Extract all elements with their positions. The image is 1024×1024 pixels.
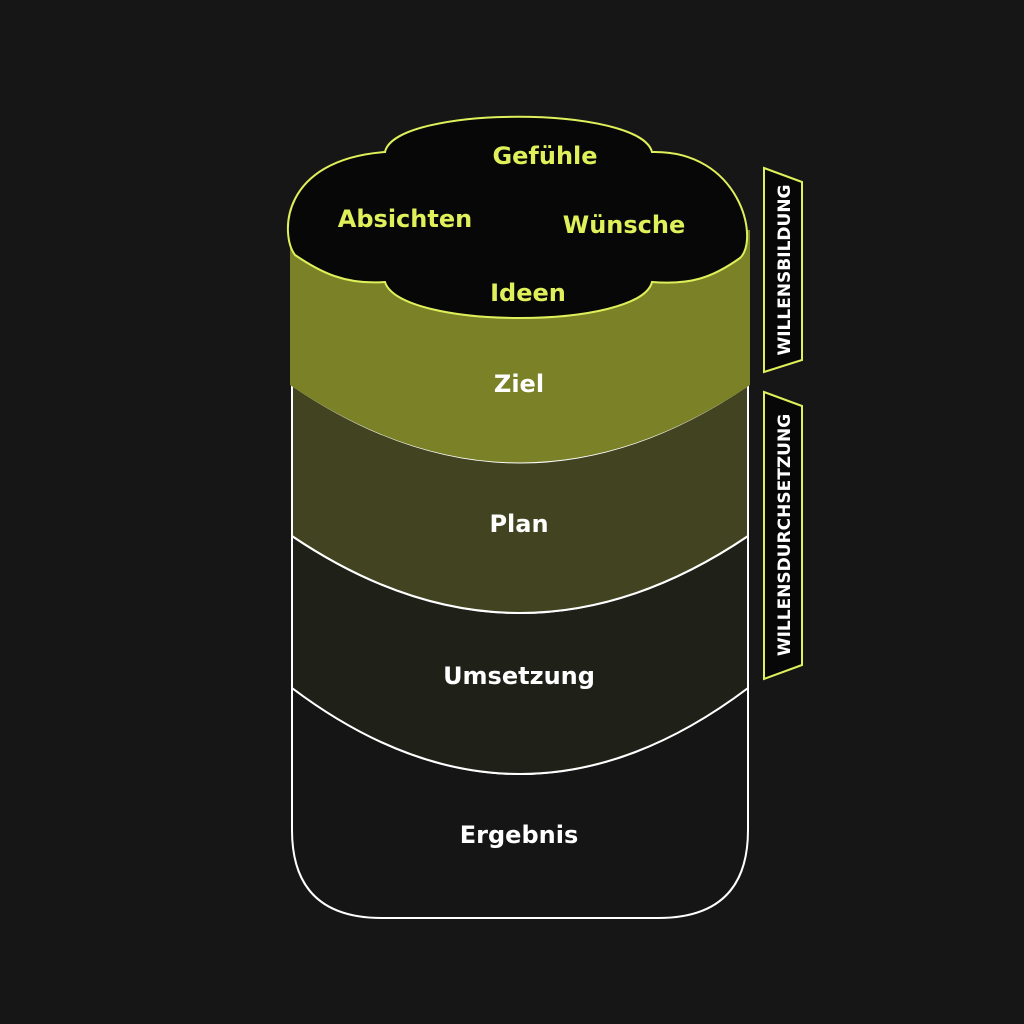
cloud-word-gefuehle: Gefühle bbox=[492, 142, 597, 170]
bracket-label-willensbildung: WILLENSBILDUNG bbox=[775, 184, 795, 355]
cloud-word-absichten: Absichten bbox=[338, 205, 472, 233]
layer-label-ziel: Ziel bbox=[494, 370, 544, 398]
layer-label-ergebnis: Ergebnis bbox=[460, 821, 578, 849]
cloud-word-wuensche: Wünsche bbox=[563, 211, 686, 239]
cloud-shape bbox=[286, 115, 748, 319]
bracket-willensdurchsetzung: WILLENSDURCHSETZUNG bbox=[763, 390, 803, 681]
layer-label-plan: Plan bbox=[489, 510, 548, 538]
bracket-willensbildung: WILLENSBILDUNG bbox=[763, 166, 803, 374]
layer-label-umsetzung: Umsetzung bbox=[443, 662, 595, 690]
bracket-label-willensdurchsetzung: WILLENSDURCHSETZUNG bbox=[775, 414, 795, 656]
cloud-word-ideen: Ideen bbox=[490, 279, 566, 307]
